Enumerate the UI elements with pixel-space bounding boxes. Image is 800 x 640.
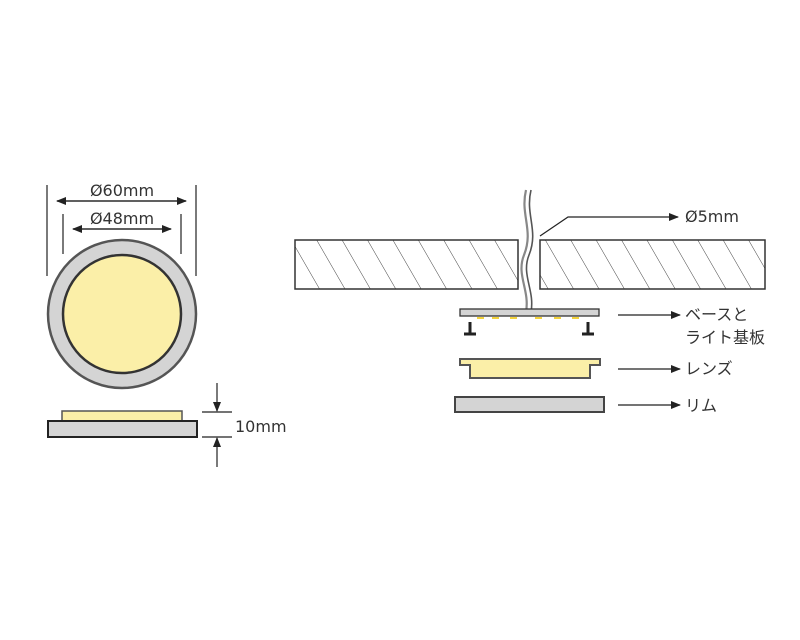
cable-label: Ø5mm: [685, 207, 739, 226]
base-plate: [459, 308, 600, 317]
rim-label: リム: [685, 396, 717, 415]
lens-side: [61, 410, 183, 422]
mounting-brackets: [464, 322, 594, 336]
base-label-line2: ライト基板: [685, 328, 765, 347]
side-view: 10mm: [47, 383, 287, 467]
rim-part: [454, 396, 605, 413]
height-label: 10mm: [235, 417, 287, 436]
lens-part: [459, 358, 601, 379]
ceiling-right: [539, 239, 766, 290]
cable-leader: [539, 213, 679, 237]
ceiling-left: [294, 239, 519, 290]
inner-diameter-label: Ø48mm: [90, 209, 154, 228]
base-label-line1: ベースと: [685, 305, 748, 324]
cable: [520, 189, 529, 313]
front-view: Ø60mm Ø48mm: [46, 181, 198, 390]
outer-diameter-label: Ø60mm: [90, 181, 154, 200]
installation-view: Ø5mm ベースと ライト基板 レンズ リム: [294, 189, 766, 415]
rim-side: [47, 420, 198, 438]
lens-circle: [61, 253, 183, 375]
lens-label: レンズ: [685, 359, 733, 378]
cable: [525, 189, 534, 313]
